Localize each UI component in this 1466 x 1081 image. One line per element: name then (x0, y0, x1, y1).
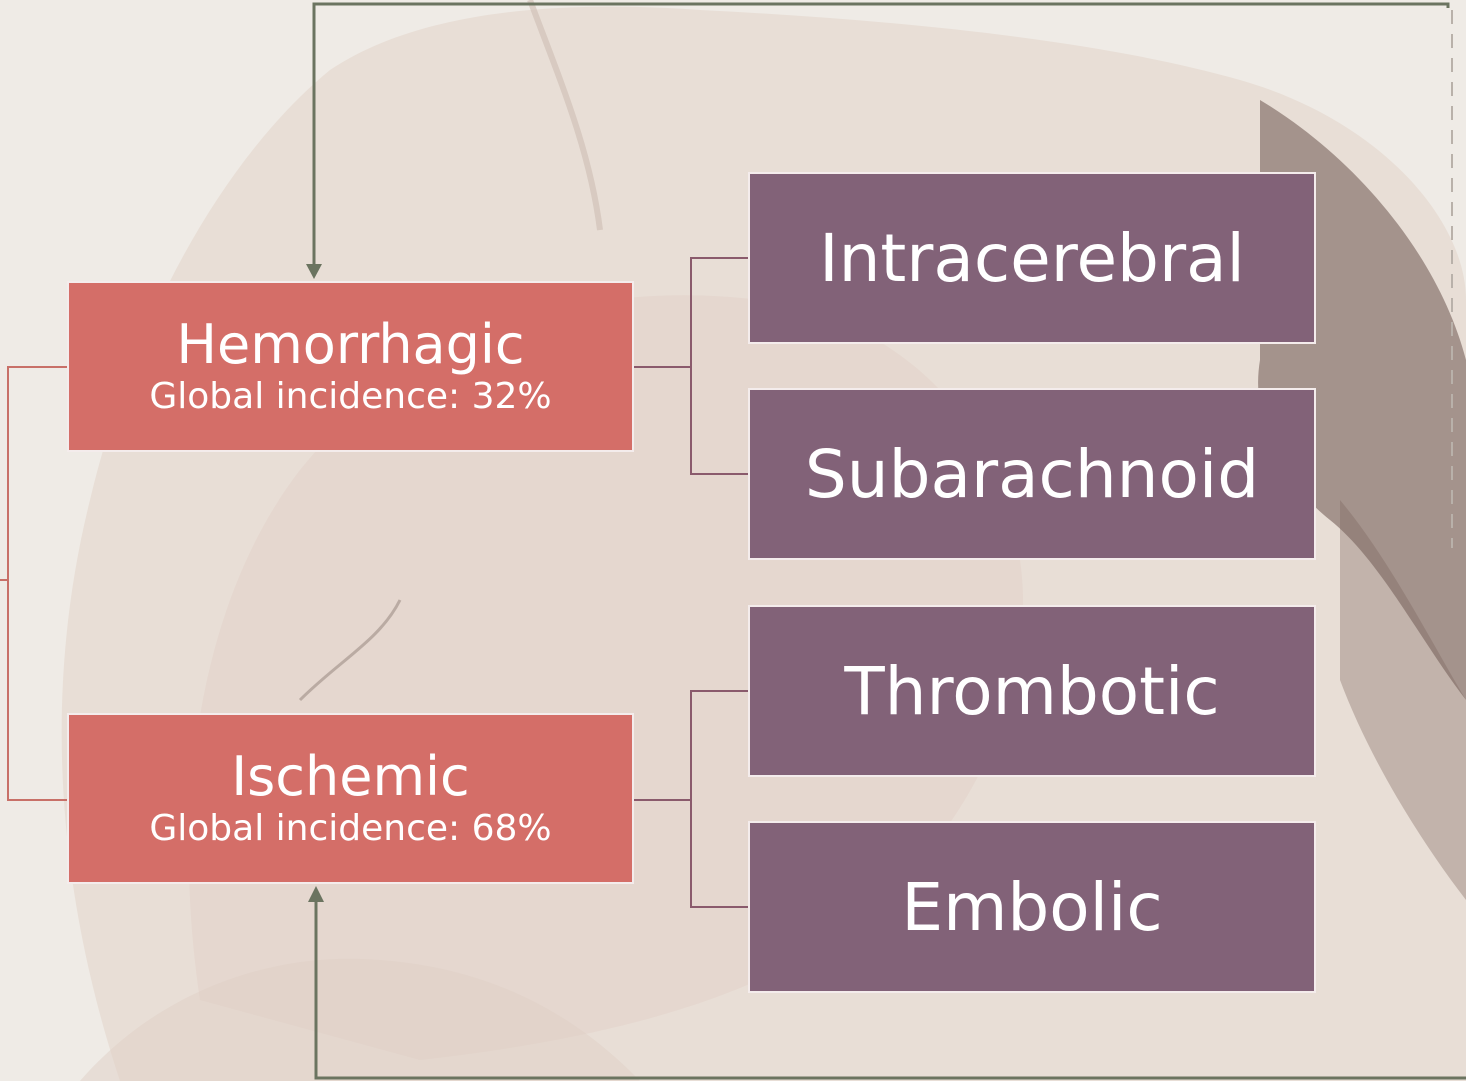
arrowhead-down-icon (306, 264, 322, 279)
embolic-label: Embolic (901, 869, 1162, 946)
thrombotic-label: Thrombotic (844, 653, 1219, 730)
subarachnoid-box: Subarachnoid (748, 388, 1316, 560)
hemorrhagic-incidence: Global incidence: 32% (149, 375, 551, 419)
ischemic-incidence: Global incidence: 68% (149, 807, 551, 851)
ischemic-title: Ischemic (231, 747, 470, 807)
hemorrhagic-box: Hemorrhagic Global incidence: 32% (67, 281, 634, 452)
hemorrhagic-title: Hemorrhagic (176, 315, 524, 375)
thrombotic-box: Thrombotic (748, 605, 1316, 777)
ischemic-box: Ischemic Global incidence: 68% (67, 713, 634, 884)
intracerebral-label: Intracerebral (819, 220, 1245, 297)
left-bracket (8, 367, 67, 800)
arrowhead-up-icon (308, 886, 324, 902)
embolic-box: Embolic (748, 821, 1316, 993)
intracerebral-box: Intracerebral (748, 172, 1316, 344)
subarachnoid-label: Subarachnoid (805, 436, 1259, 513)
